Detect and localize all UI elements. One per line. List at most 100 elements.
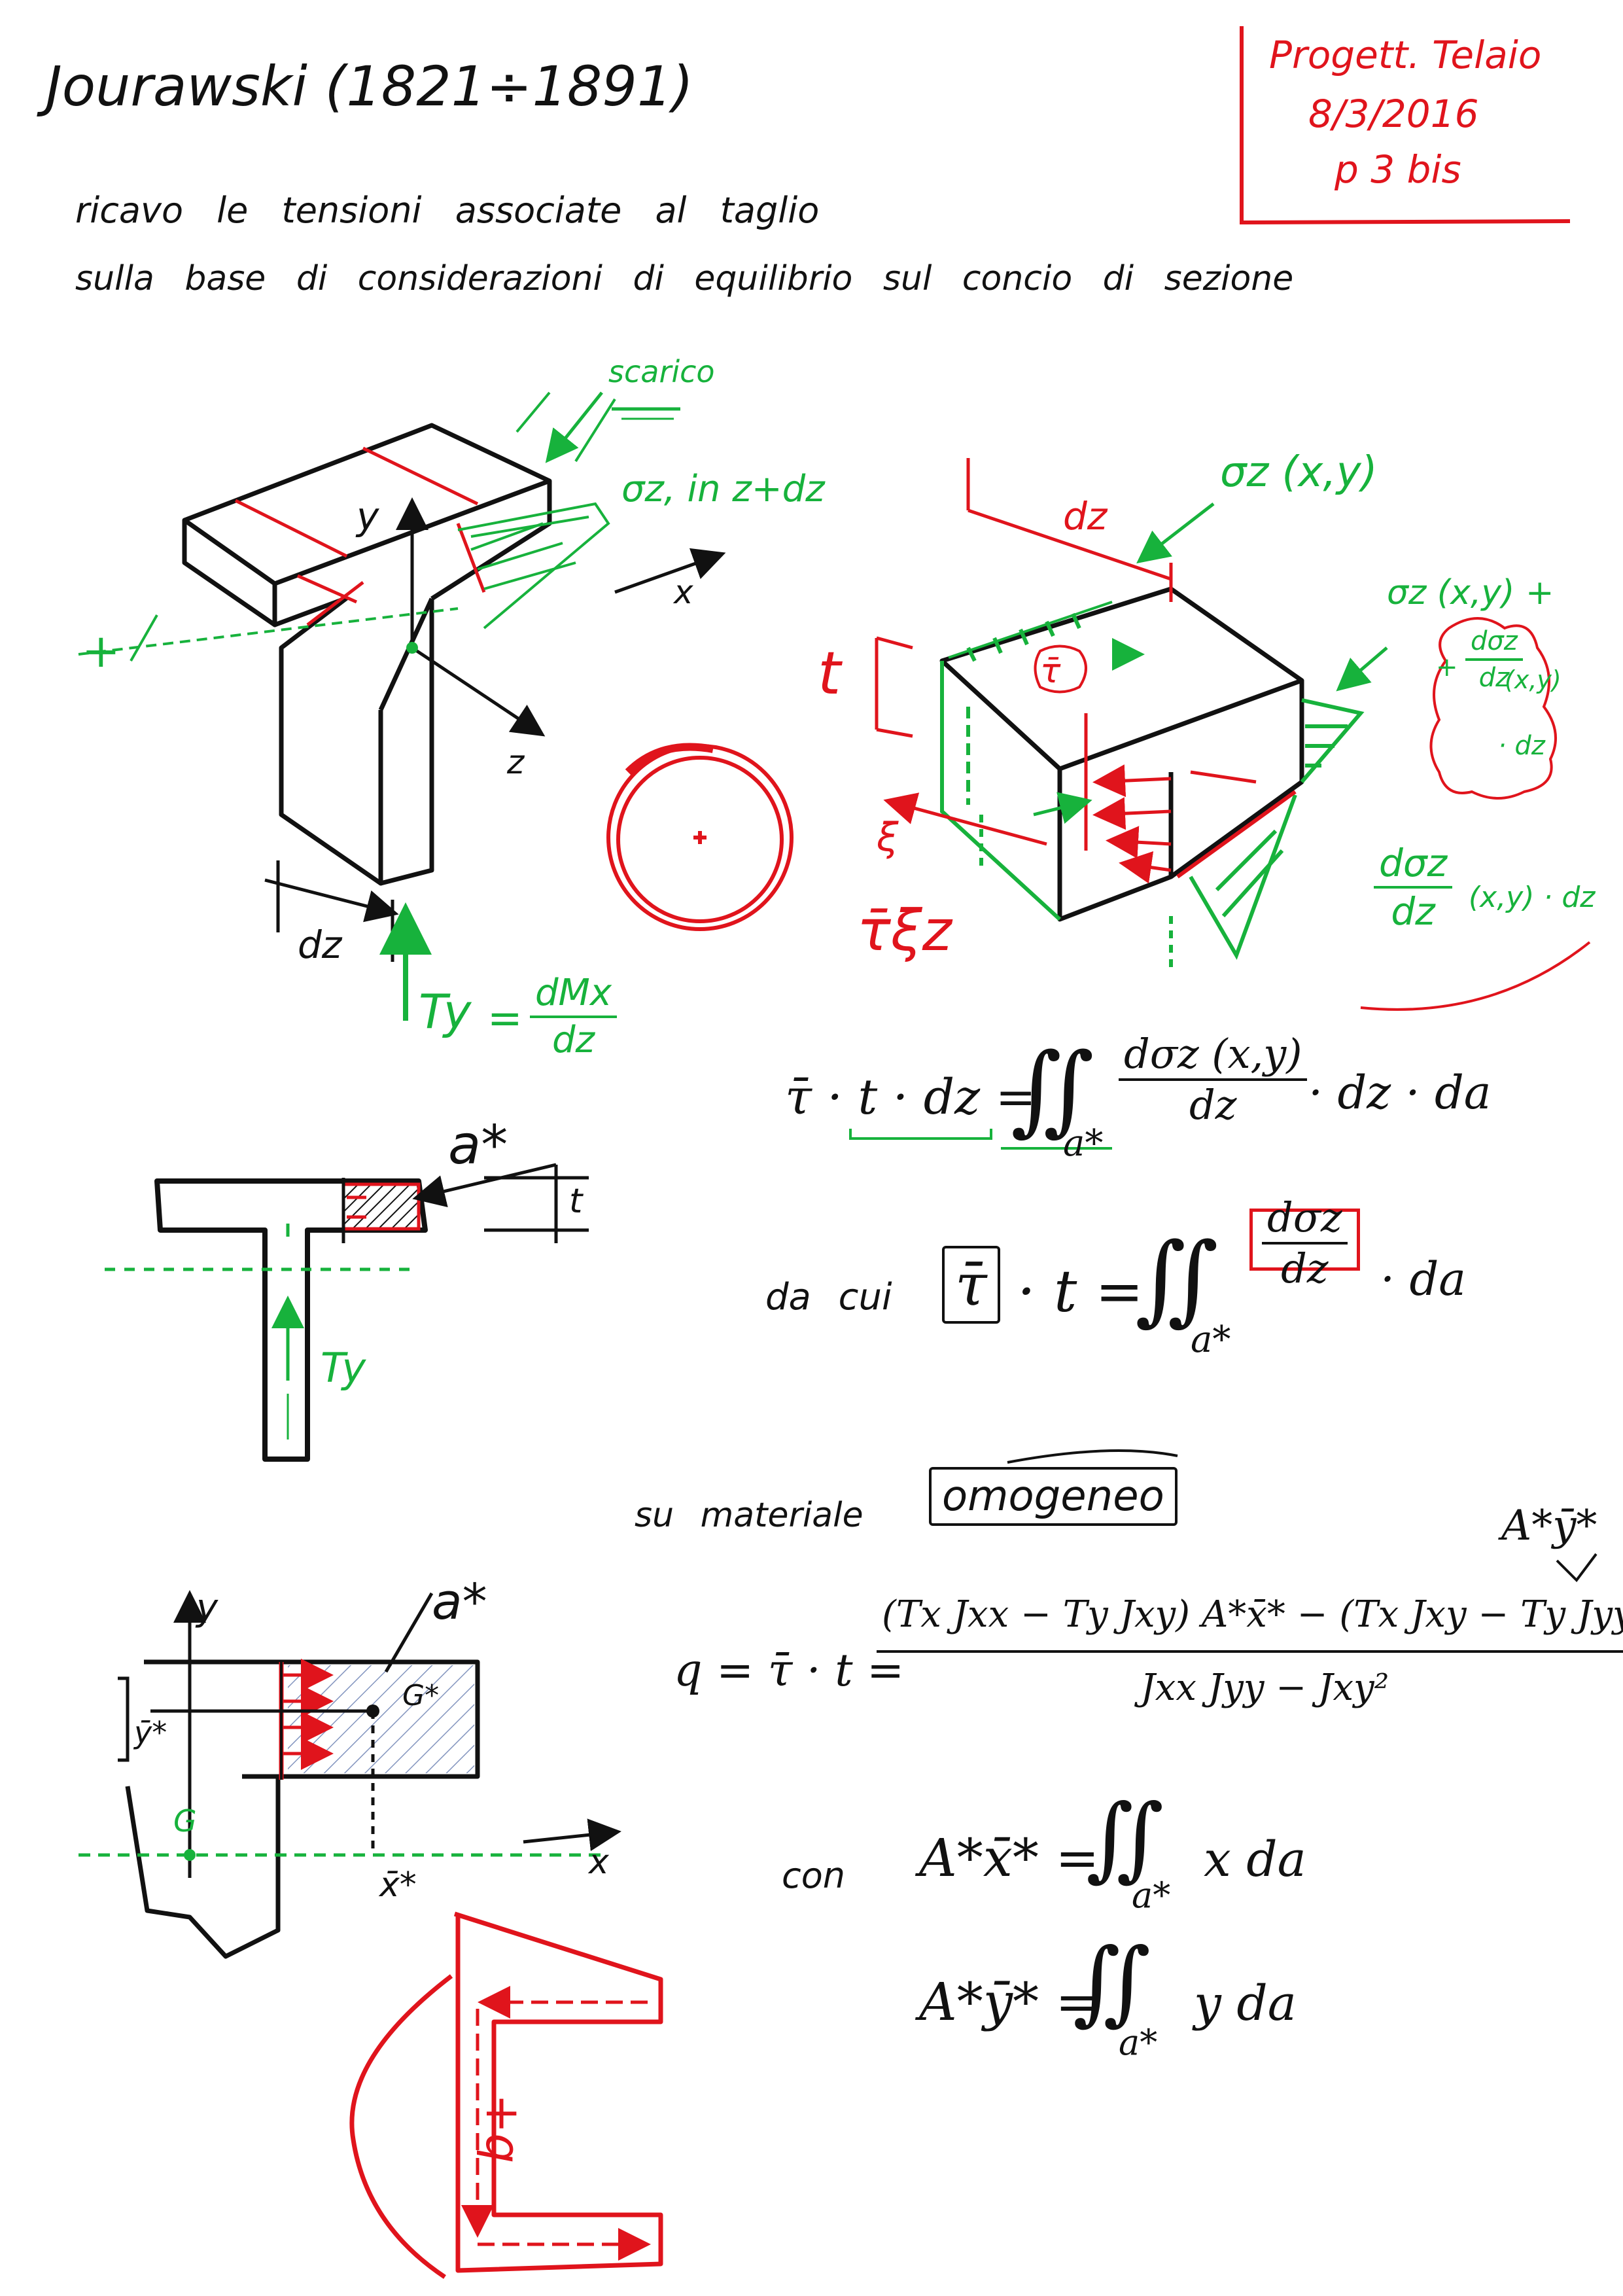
eq1-tail: · dz · da <box>1308 1066 1492 1120</box>
sigma-z-dz-label: σz, in z+dz <box>621 468 825 510</box>
t-label-section1: t <box>569 1182 583 1221</box>
defs-line2-lhs: A*ȳ* = <box>919 1971 1100 2032</box>
ty-label-1: Ty <box>419 984 472 1039</box>
scarico-label: scarico <box>608 354 715 389</box>
green-fraction-num: dσz <box>1374 844 1453 889</box>
course-date: 8/3/2016 <box>1308 92 1479 136</box>
eq1-fraction-den: dz <box>1189 1081 1237 1129</box>
eq1-fraction-num: dσz (x,y) <box>1119 1034 1308 1081</box>
eq1-integral: ∬ <box>1011 1033 1094 1146</box>
channel-flow <box>461 1986 651 2261</box>
eq1-fraction: dσz (x,y)dz <box>1119 1034 1308 1129</box>
eq1-domain: a* <box>1063 1122 1104 1165</box>
block-red-arrows <box>875 458 1297 884</box>
axis-z-label-1: z <box>507 743 525 781</box>
tau-xi-z-label: τ̄ξz <box>857 898 952 964</box>
eq-underlines <box>849 1129 1597 1583</box>
sigma-top-label: σz (x,y) <box>1220 448 1378 497</box>
material-boxed: omogeneo <box>929 1467 1178 1526</box>
eq3-fraction-num: (Tx Jxx − Ty Jxy) A*x̄* − (Tx Jxy − Ty J… <box>877 1597 1623 1653</box>
cloud-fraction-num: dσz <box>1465 628 1523 661</box>
channel-section <box>349 1911 663 2279</box>
g-label: G <box>173 1803 197 1839</box>
plus-left: + <box>82 624 120 678</box>
eq2-prefix: da cui <box>765 1276 892 1318</box>
eq2-integral: ∬ <box>1135 1222 1219 1336</box>
g-star-dot <box>366 1704 379 1718</box>
ty-fraction-num: dMx <box>530 975 618 1018</box>
section1-marks <box>105 1163 589 1439</box>
page-title: Jourawski (1821÷1891) <box>46 54 694 118</box>
eq2-tau: τ̄ <box>942 1246 1000 1324</box>
scarico-arrow <box>545 391 680 463</box>
cloud-fraction-den: dz <box>1478 663 1510 693</box>
red-cloud <box>1034 617 1591 1011</box>
eq2-tau-boxed: τ̄ <box>942 1246 1000 1324</box>
channel-q-label: +q <box>476 2094 531 2164</box>
axis-x-label-2: x <box>589 1843 609 1882</box>
block-3d <box>939 586 1304 922</box>
defs-line1-integral: ∬ <box>1086 1785 1164 1892</box>
defs-line1-tail: x da <box>1204 1831 1306 1888</box>
axis-x-label-1: x <box>674 573 693 611</box>
eq1-lhs: τ̄ · t · dz = <box>785 1069 1036 1125</box>
eq2-fraction-num: dσz <box>1262 1197 1348 1245</box>
green-stress-wedge <box>78 391 616 662</box>
eq2-fraction-den: dz <box>1281 1245 1329 1292</box>
a-star-hatch-1 <box>341 1182 421 1231</box>
sigma-right-label: σz (x,y) + <box>1387 573 1554 612</box>
eq2-domain: a* <box>1191 1318 1231 1361</box>
green-fraction-den: dz <box>1391 889 1435 934</box>
cloud-plus: + <box>1436 652 1458 682</box>
eq3-lhs: q = τ̄ · t = <box>674 1645 905 1697</box>
x-bar-star-label: x̄* <box>379 1865 417 1905</box>
defs-con: con <box>782 1855 845 1896</box>
a-star-hatch-2 <box>288 1665 474 1773</box>
dz-label-2: dz <box>1063 494 1108 539</box>
centroid-dot <box>406 642 418 654</box>
a-star-label-2: a* <box>432 1572 487 1631</box>
defs-line1-lhs: A*x̄* = <box>919 1828 1100 1888</box>
ty-equals: = <box>487 995 523 1043</box>
section2-marks <box>79 1590 621 1878</box>
axis-y-label-2: y <box>196 1587 218 1629</box>
ty-fraction-den: dz <box>552 1019 595 1061</box>
material-boxed-text: omogeneo <box>929 1467 1178 1526</box>
defs-line2-tail: y da <box>1194 1975 1297 2032</box>
dz-label-1: dz <box>298 923 342 967</box>
t-label-2: t <box>818 639 841 708</box>
cloud-dz: · dz <box>1498 731 1545 761</box>
a-star-label-1: a* <box>448 1114 508 1176</box>
flange-red-lines <box>234 446 486 626</box>
axis-y-label-1: y <box>357 494 379 539</box>
tau-bar-cloud: τ̄ <box>1040 652 1061 691</box>
block-green-arrows <box>1033 503 1388 824</box>
cloud-args: (x,y) <box>1505 665 1562 694</box>
course-name: Progett. Telaio <box>1269 33 1542 77</box>
intro-line-2: sulla base di considerazioni di equilibr… <box>75 259 1294 298</box>
block-green-face <box>940 601 1365 968</box>
intro-line-1: ricavo le tensioni associate al taglio <box>75 190 820 231</box>
course-box-frame <box>1240 26 1571 225</box>
eq3-corner: A*ȳ* <box>1501 1502 1597 1550</box>
defs-line2-domain: a* <box>1119 2022 1158 2063</box>
t-section-2 <box>125 1659 480 1959</box>
defs-line2-integral: ∬ <box>1073 1929 1151 2036</box>
g-star-label: G* <box>402 1679 440 1712</box>
ty-label-section1: Ty <box>321 1344 366 1392</box>
red-circle-sketch <box>606 743 794 931</box>
course-page: p 3 bis <box>1335 147 1461 192</box>
eq3-fraction-den: Jxx Jyy − Jxy² <box>1140 1667 1389 1709</box>
eq2-tail: · da <box>1380 1252 1467 1306</box>
eq2-t: · t = <box>1017 1258 1144 1325</box>
defs-line1-domain: a* <box>1132 1875 1171 1916</box>
xi-label: ξ <box>877 815 899 860</box>
axes-3d <box>396 497 726 737</box>
g-dot <box>184 1849 196 1861</box>
green-args: (x,y) · dz <box>1469 881 1596 914</box>
